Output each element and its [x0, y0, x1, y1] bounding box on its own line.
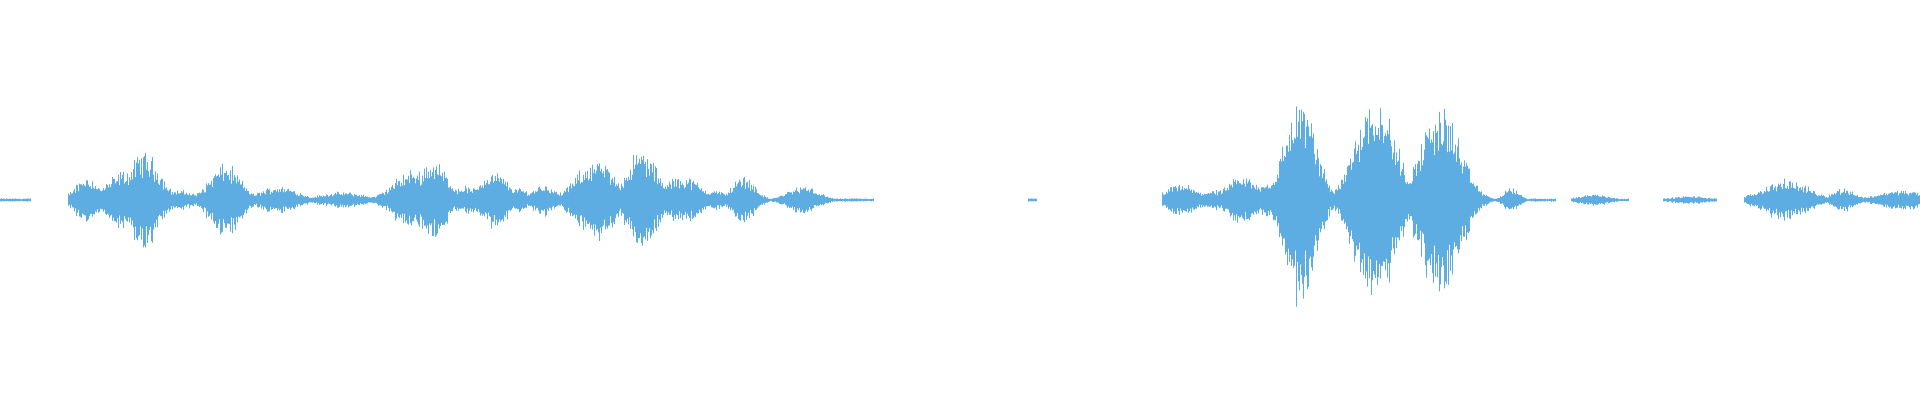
- waveform-bars: [0, 106, 1920, 307]
- waveform-path: [0, 106, 1920, 307]
